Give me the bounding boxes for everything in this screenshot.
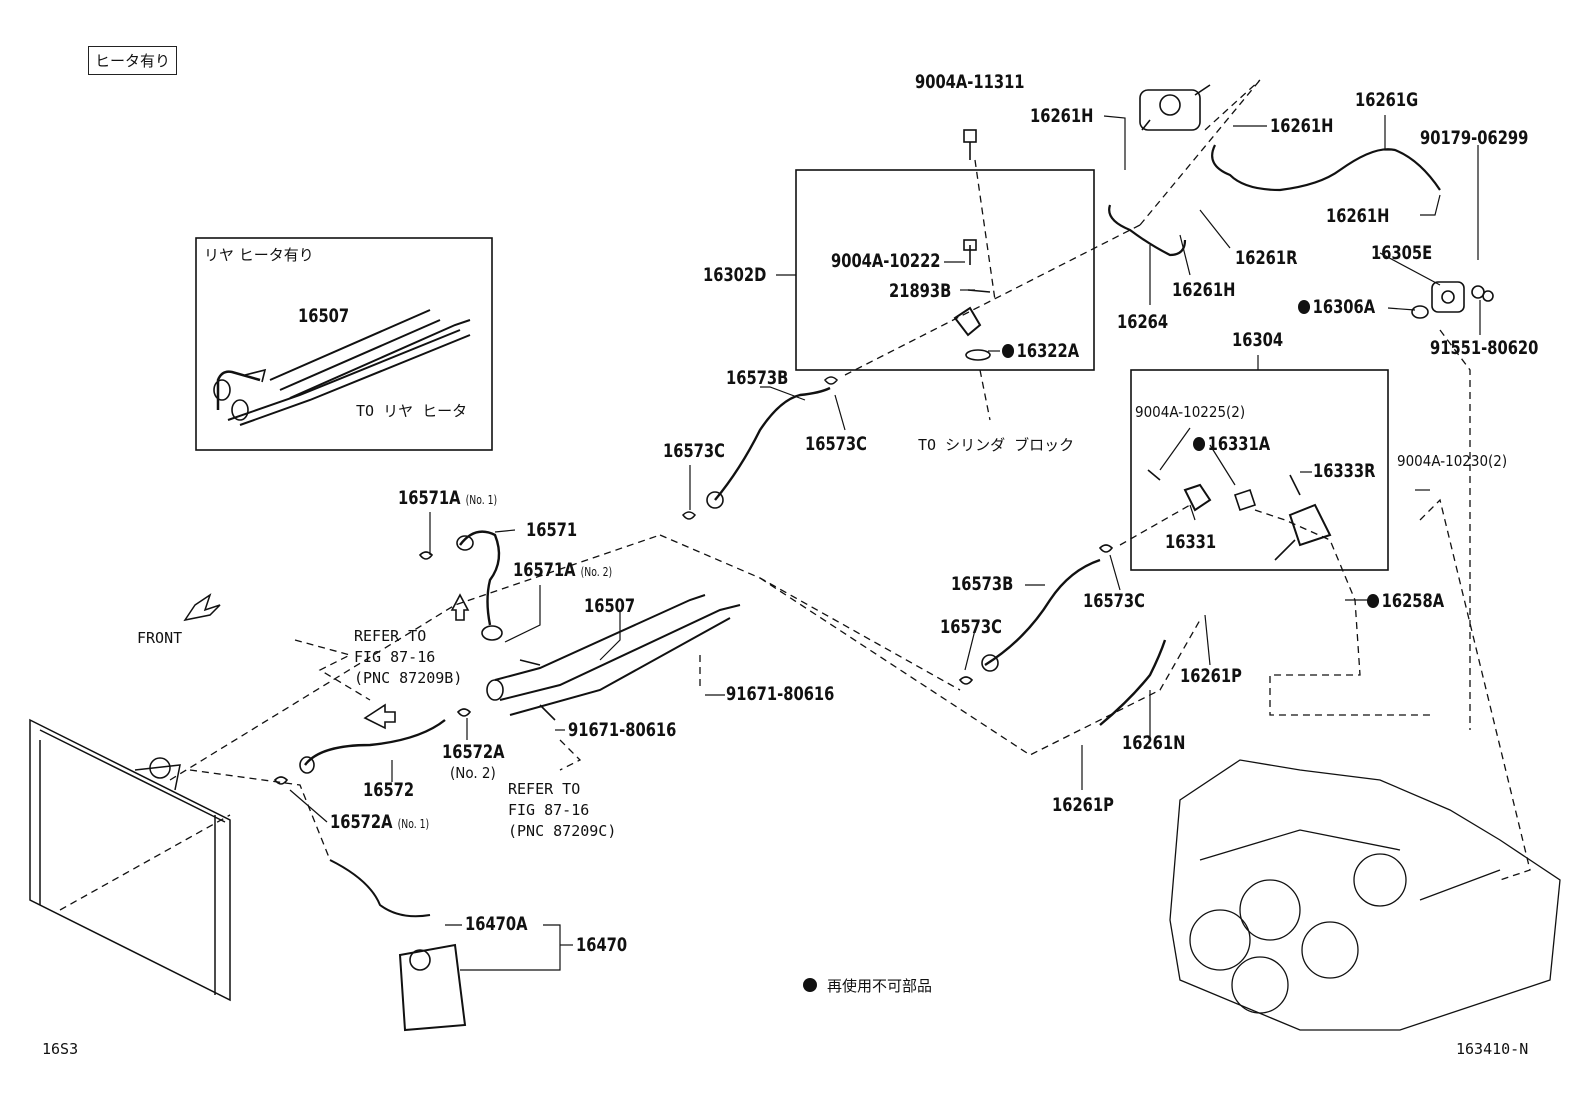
part-90179-06299[interactable]: 90179-06299 — [1420, 127, 1529, 149]
non-reusable-dot-icon — [1298, 300, 1311, 314]
part-16331[interactable]: 16331 — [1165, 531, 1217, 553]
reservoir-tank-icon — [329, 859, 467, 1032]
refer-note-2-line1: REFER TO — [508, 780, 581, 798]
part-16261h-b[interactable]: 16261H — [1270, 115, 1334, 137]
flow-arrow-icon-2 — [363, 703, 396, 730]
part-16572[interactable]: 16572 — [363, 779, 415, 801]
non-reusable-dot-icon — [803, 978, 817, 992]
part-16264[interactable]: 16264 — [1117, 311, 1169, 333]
inset-frame — [195, 237, 493, 451]
non-reusable-dot-icon — [1193, 437, 1206, 451]
part-16258a[interactable]: 16258A — [1367, 591, 1444, 612]
part-21893b[interactable]: 21893B — [889, 280, 952, 302]
part-16573b-a[interactable]: 16573B — [726, 367, 789, 389]
inset-title: リヤ ヒータ有り — [204, 246, 314, 264]
part-16573c-b[interactable]: 16573C — [663, 440, 725, 462]
flow-arrow-icon — [450, 593, 470, 621]
part-91671-80616-b[interactable]: 91671-80616 — [568, 719, 677, 741]
hose-16573b-top-drawing — [714, 386, 831, 501]
part-16261g[interactable]: 16261G — [1355, 89, 1419, 111]
refer-note-2-line2: FIG 87-16 — [508, 801, 590, 819]
diagram-code-right: 163410-N — [1456, 1040, 1529, 1058]
part-16331a-text: 16331A — [1207, 433, 1271, 455]
part-16571a-no2[interactable]: 16571A (No. 2) — [513, 560, 612, 583]
part-16470[interactable]: 16470 — [576, 934, 628, 956]
part-16571a-no1-sub: (No. 1) — [465, 493, 498, 507]
legend-non-reusable: 再使用不可部品 — [803, 975, 932, 996]
part-9004a-11311[interactable]: 9004A-11311 — [915, 71, 1025, 93]
part-9004a-10222[interactable]: 9004A-10222 — [831, 250, 941, 272]
inset-pipe-icon — [213, 309, 471, 426]
part-16507[interactable]: 16507 — [584, 595, 636, 617]
outlet-16305e-icon — [1411, 281, 1494, 319]
part-16322a[interactable]: 16322A — [1002, 341, 1079, 362]
diagram-code-left: 16S3 — [42, 1040, 79, 1058]
group-frame-16302d — [795, 169, 1095, 371]
thermostat-16304-icon — [1147, 469, 1332, 561]
part-16571[interactable]: 16571 — [526, 519, 578, 541]
part-16571a-no2-sub: (No. 2) — [580, 565, 613, 579]
part-9004a-10230[interactable]: 9004A-10230(2) — [1397, 452, 1508, 470]
hose-16573b-lower-drawing — [984, 558, 1101, 667]
part-16302d[interactable]: 16302D — [703, 264, 767, 286]
refer-note-1-line3: (PNC 87209B) — [354, 669, 463, 687]
part-16573b-b[interactable]: 16573B — [951, 573, 1014, 595]
part-16572a-no1-text: 16572A — [330, 811, 393, 833]
part-16261h-c[interactable]: 16261H — [1326, 205, 1390, 227]
part-16573c-d[interactable]: 16573C — [940, 616, 1002, 638]
hose-16261g-drawing — [1211, 144, 1441, 192]
water-inlet-16302d-icon — [953, 239, 991, 361]
part-16305e[interactable]: 16305E — [1371, 242, 1433, 264]
non-reusable-dot-icon — [1002, 344, 1015, 358]
to-cylinder-block-note: TO シリンダ ブロック — [918, 436, 1075, 454]
part-16306a-text: 16306A — [1312, 296, 1376, 318]
pipe-assembly-16507-icon — [486, 594, 741, 721]
bolt-9004a-11311-icon — [963, 129, 977, 160]
refer-note-1-line1: REFER TO — [354, 627, 427, 645]
part-16470a[interactable]: 16470A — [465, 913, 528, 935]
part-9004a-10225[interactable]: 9004A-10225(2) — [1135, 403, 1246, 421]
part-16261h-d[interactable]: 16261H — [1172, 279, 1236, 301]
part-16333r[interactable]: 16333R — [1313, 460, 1376, 482]
part-16573c-c[interactable]: 16573C — [1083, 590, 1145, 612]
part-16572a-no1-sub: (No. 1) — [397, 817, 430, 831]
engine-block-icon — [1169, 759, 1561, 1031]
front-label: FRONT — [137, 629, 183, 647]
part-16261r[interactable]: 16261R — [1235, 247, 1298, 269]
part-16572a-no2-sub: (No. 2) — [450, 764, 496, 782]
front-arrow-icon — [183, 593, 221, 622]
part-16507-inset[interactable]: 16507 — [298, 305, 350, 327]
part-16261p-b[interactable]: 16261P — [1052, 794, 1114, 816]
radiator-icon — [29, 718, 231, 1002]
inset-to-note: TO リヤ ヒータ — [356, 402, 468, 420]
variant-tag: ヒータ有り — [88, 46, 178, 75]
part-16571a-no2-text: 16571A — [513, 559, 576, 581]
group-frame-16304 — [1130, 369, 1389, 571]
part-16571a-no1[interactable]: 16571A (No. 1) — [398, 488, 497, 511]
part-16261n[interactable]: 16261N — [1122, 732, 1186, 754]
part-91671-80616-a[interactable]: 91671-80616 — [726, 683, 835, 705]
refer-note-2-line3: (PNC 87209C) — [508, 822, 617, 840]
part-16572a-no1[interactable]: 16572A (No. 1) — [330, 812, 429, 835]
part-91551-80620[interactable]: 91551-80620 — [1430, 337, 1539, 359]
refer-note-1-line2: FIG 87-16 — [354, 648, 436, 666]
part-16331a[interactable]: 16331A — [1193, 434, 1270, 455]
throttle-body-icon — [1139, 84, 1211, 131]
part-16261h-a[interactable]: 16261H — [1030, 105, 1094, 127]
part-16572a-no2[interactable]: 16572A — [442, 741, 505, 763]
part-16573c-a[interactable]: 16573C — [805, 433, 867, 455]
part-16258a-text: 16258A — [1381, 590, 1445, 612]
hose-16264-drawing — [1108, 204, 1187, 257]
hose-16261n-drawing — [1099, 639, 1167, 726]
part-16306a[interactable]: 16306A — [1298, 297, 1375, 318]
part-16304[interactable]: 16304 — [1232, 329, 1284, 351]
part-16322a-text: 16322A — [1016, 340, 1080, 362]
non-reusable-dot-icon — [1367, 594, 1380, 608]
hose-16572-drawing — [304, 719, 446, 766]
legend-text: 再使用不可部品 — [827, 977, 933, 995]
hose-16571-drawing — [459, 530, 501, 626]
part-16571a-no1-text: 16571A — [398, 487, 461, 509]
part-16261p-a[interactable]: 16261P — [1180, 665, 1242, 687]
